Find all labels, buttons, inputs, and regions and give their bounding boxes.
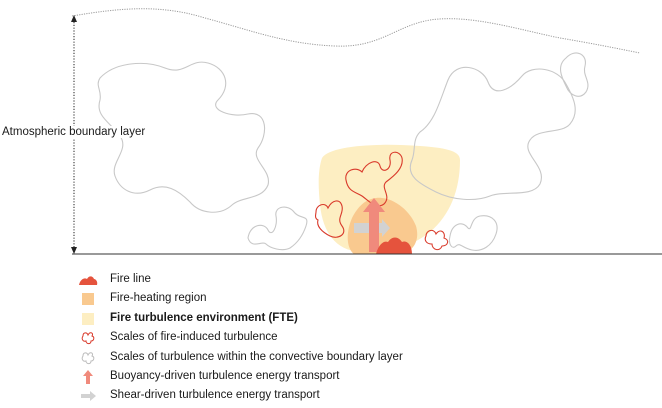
buoyancy-arrow-icon: [83, 369, 93, 384]
cbl-eddy-large-left: [97, 61, 269, 213]
fire-induced-turbulence-eddies: [314, 151, 449, 251]
buoyancy-arrow: [363, 198, 385, 252]
legend-label: Buoyancy-driven turbulence energy transp…: [110, 369, 340, 382]
abl-label: Atmospheric boundary layer: [1, 126, 147, 138]
abl-arrow-top: [71, 15, 77, 22]
fte-swatch: [82, 312, 94, 325]
legend-label: Fire line: [110, 273, 151, 285]
abl-arrow-bottom: [71, 247, 77, 254]
boundary-layer-top-line: [71, 8, 641, 54]
legend-label: Scales of fire-induced turbulence: [110, 331, 278, 344]
cbl-eddy-ground-right: [448, 215, 498, 251]
cbl-turbulence-eddies: [97, 52, 589, 251]
legend-label: Scales of turbulence within the convecti…: [110, 350, 403, 363]
fire-induced-eddy-icon: [81, 332, 95, 345]
shear-arrow-icon: [81, 391, 96, 402]
fire-eddy-upper: [345, 151, 403, 207]
fire-eddy-left: [314, 200, 345, 238]
fire-heating-swatch: [82, 293, 94, 306]
cbl-eddy-icon: [81, 351, 95, 364]
legend-label: Shear-driven turbulence energy transport: [110, 389, 320, 402]
cbl-eddy-large-right: [409, 66, 576, 201]
cbl-eddy-small-top-right: [560, 52, 589, 97]
fire-line-icon: [79, 276, 98, 285]
fire-eddy-right: [424, 229, 449, 251]
fire-line: [376, 237, 412, 254]
legend-label: Fire-heating region: [110, 292, 207, 305]
cbl-eddy-ground-left: [247, 206, 308, 251]
legend-label: Fire turbulence environment (FTE): [110, 311, 298, 324]
